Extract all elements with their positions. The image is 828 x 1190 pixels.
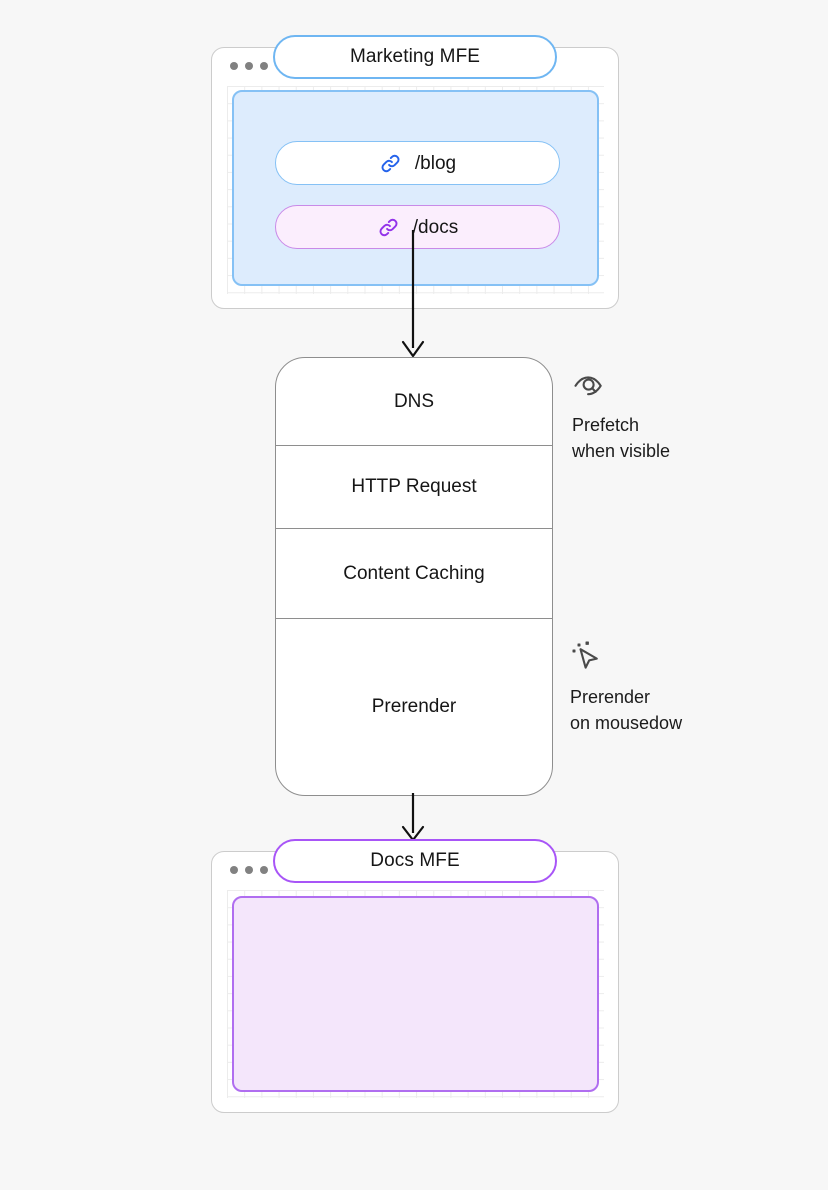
arrow-pipeline-to-docs bbox=[401, 793, 425, 842]
pipeline-stage-label: Content Caching bbox=[343, 562, 485, 584]
traffic-light-dot bbox=[230, 866, 238, 874]
docs-mfe-title-pill: Docs MFE bbox=[273, 839, 557, 883]
window-traffic-lights bbox=[230, 62, 268, 70]
route-label-docs: /docs bbox=[412, 216, 459, 238]
route-label-blog: /blog bbox=[414, 152, 457, 174]
route-pill-blog[interactable]: /blog bbox=[275, 141, 560, 185]
eye-scan-icon bbox=[572, 372, 820, 405]
pipeline-stage-label: HTTP Request bbox=[351, 476, 477, 497]
traffic-light-dot bbox=[260, 866, 268, 874]
pipeline-stage-label: Prerender bbox=[371, 695, 457, 717]
annotation-prerender: Prerender on mousedow bbox=[570, 640, 818, 736]
traffic-light-dot bbox=[245, 62, 253, 70]
pipeline-stage-label: DNS bbox=[393, 390, 435, 412]
marketing-mfe-title: Marketing MFE bbox=[349, 46, 481, 67]
docs-mfe-title: Docs MFE bbox=[370, 850, 460, 871]
marketing-mfe-title-pill: Marketing MFE bbox=[273, 35, 557, 79]
marketing-content-panel: /blog /docs bbox=[232, 90, 599, 286]
window-traffic-lights bbox=[230, 866, 268, 874]
link-icon bbox=[377, 216, 400, 239]
pipeline-stage-content-caching[interactable]: Content Caching bbox=[276, 529, 552, 619]
annotation-prerender-text: Prerender on mousedow bbox=[570, 687, 683, 733]
pipeline-stage-http-request[interactable]: HTTP Request bbox=[276, 446, 552, 529]
annotation-prefetch-text: Prefetch when visible bbox=[572, 415, 671, 461]
arrow-routes-to-pipeline bbox=[401, 230, 425, 358]
link-icon bbox=[379, 152, 402, 175]
route-pill-docs[interactable]: /docs bbox=[275, 205, 560, 249]
docs-content-panel bbox=[232, 896, 599, 1092]
cursor-click-icon bbox=[570, 640, 818, 677]
traffic-light-dot bbox=[230, 62, 238, 70]
traffic-light-dot bbox=[260, 62, 268, 70]
pipeline-stage-dns[interactable]: DNS bbox=[276, 358, 552, 446]
traffic-light-dot bbox=[245, 866, 253, 874]
annotation-prefetch: Prefetch when visible bbox=[572, 372, 820, 464]
navigation-pipeline: DNS HTTP Request Content Caching Prerend… bbox=[275, 357, 553, 796]
pipeline-stage-prerender[interactable]: Prerender bbox=[276, 619, 552, 794]
